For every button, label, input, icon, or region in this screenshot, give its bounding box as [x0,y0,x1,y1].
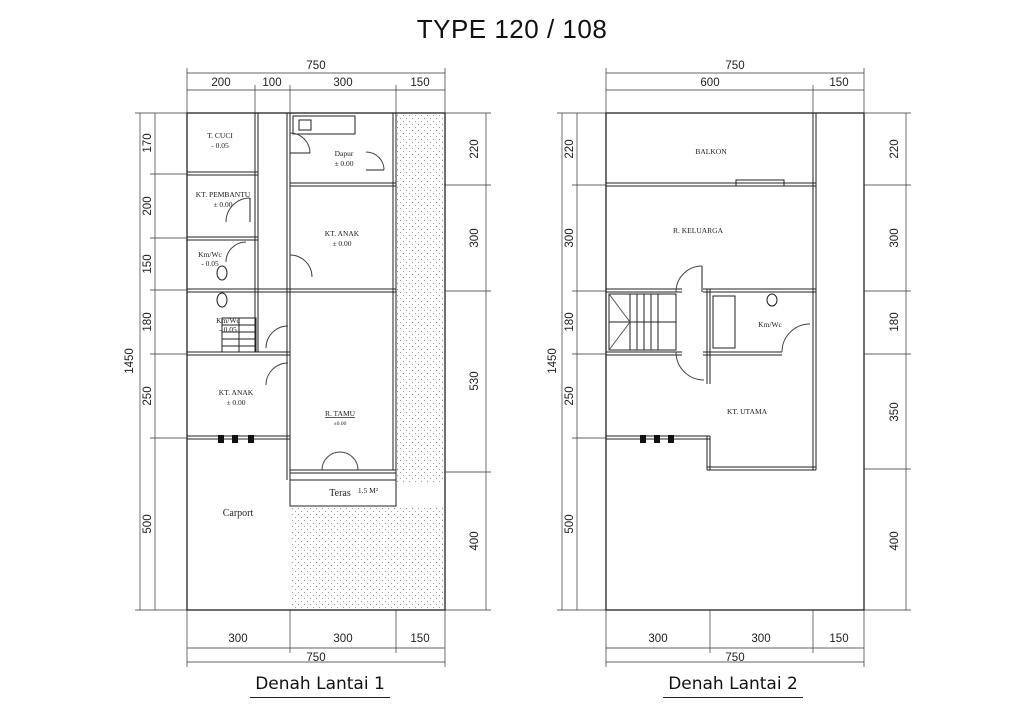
f2-left-total: 1450 [547,348,559,374]
floor1-dimension-lines [135,68,491,667]
f1-room-kmwc-1-level: - 0.05 [201,259,219,268]
f1-room-kt-anak-1-level: ± 0.00 [332,239,351,248]
f2-left-seg-2: 300 [564,228,576,247]
f1-left-seg-1: 170 [142,133,154,152]
f1-left-seg-2: 200 [142,196,154,215]
f2-right-seg-2: 300 [889,228,901,247]
f1-room-kt-anak-2-level: ± 0.00 [226,398,245,407]
f1-room-kmwc-2-level: - 0.05 [219,325,237,334]
f1-bottom-seg-2: 300 [333,633,352,645]
f1-top-seg-3: 300 [333,77,352,89]
floor1-stairs [221,317,257,353]
f1-room-carport: Carport [223,508,254,519]
f2-bottom-seg-2: 300 [751,633,770,645]
floor2-bathtub [712,295,736,349]
f2-right-seg-3: 180 [889,312,901,331]
floor1-garden-strip [396,113,445,483]
f2-top-seg-2: 150 [829,77,848,89]
f1-left-seg-3: 150 [142,254,154,273]
floor2-outline [605,112,865,611]
f1-top-seg-2: 100 [262,77,281,89]
f1-room-kt-pembantu: KT. PEMBANTU [196,190,251,199]
f1-room-dapur-level: ± 0.00 [334,159,353,168]
f1-right-seg-2: 300 [469,228,481,247]
f1-room-t-cuci: T. CUCI [207,131,233,140]
f2-left-seg-1: 220 [564,139,576,158]
f1-top-total: 750 [306,60,325,72]
f1-room-kmwc-2: Km/Wc [216,316,240,325]
f1-room-teras: Teras [329,488,351,499]
f1-room-teras-area: 1.5 M² [358,486,379,495]
floor1-plan [186,112,446,611]
f1-right-seg-4: 400 [469,531,481,550]
f1-room-kt-anak-1: KT. ANAK [325,229,360,238]
f2-left-seg-4: 250 [564,386,576,405]
f2-right-seg-5: 400 [889,531,901,550]
f1-right-seg-3: 530 [469,371,481,390]
f1-room-r-tamu: R. TAMU [325,409,356,418]
f2-top-total: 750 [725,60,744,72]
floor1-kitchen-counter [292,115,356,135]
f1-left-seg-5: 250 [142,386,154,405]
f1-room-t-cuci-level: - 0.05 [211,141,229,150]
f2-room-r-keluarga: R. KELUARGA [673,226,724,235]
floor1-toilet-1 [216,265,228,281]
f1-room-kt-pembantu-level: ± 0.00 [213,200,232,209]
f2-left-seg-5: 500 [564,514,576,533]
f1-bottom-seg-1: 300 [228,633,247,645]
f1-left-seg-6: 500 [142,514,154,533]
floor1-columns [218,435,254,443]
f1-room-dapur: Dapur [335,149,354,158]
f1-left-total: 1450 [124,348,136,374]
f2-bottom-seg-1: 300 [648,633,667,645]
floor1-toilet-2 [216,292,228,308]
f2-room-balkon: BALKON [695,147,727,156]
f1-left-seg-4: 180 [142,312,154,331]
floor1-teras-outline [289,479,397,507]
f1-room-kt-anak-2: KT. ANAK [219,388,254,397]
floor1-front-garden [290,506,445,610]
f2-right-seg-4: 350 [889,402,901,421]
f2-left-seg-3: 180 [564,312,576,331]
floor2-dimension-lines [557,68,911,667]
floor2-columns [640,435,674,443]
f1-room-r-tamu-level: ±0.00 [334,421,347,427]
f1-bottom-total: 750 [306,652,325,664]
f2-top-seg-1: 600 [700,77,719,89]
floor2-caption: Denah Lantai 2 [663,674,803,698]
floor1-caption: Denah Lantai 1 [250,674,390,698]
f1-room-kmwc-1: Km/Wc [198,250,222,259]
f2-bottom-total: 750 [725,652,744,664]
floor2-toilet [766,293,778,307]
f2-bottom-seg-3: 150 [829,633,848,645]
f2-right-seg-1: 220 [889,139,901,158]
floor2-plan [605,112,865,611]
f2-room-kmwc: Km/Wc [758,320,782,329]
f1-right-seg-1: 220 [469,139,481,158]
f2-room-kt-utama: KT. UTAMA [727,407,768,416]
f1-top-seg-4: 150 [410,77,429,89]
floor2-stairs [608,293,677,351]
drawing-title: TYPE 120 / 108 [416,14,608,44]
f1-bottom-seg-3: 150 [410,633,429,645]
floor2-window [735,179,785,187]
f1-top-seg-1: 200 [211,77,230,89]
floor1-outline [186,112,446,611]
